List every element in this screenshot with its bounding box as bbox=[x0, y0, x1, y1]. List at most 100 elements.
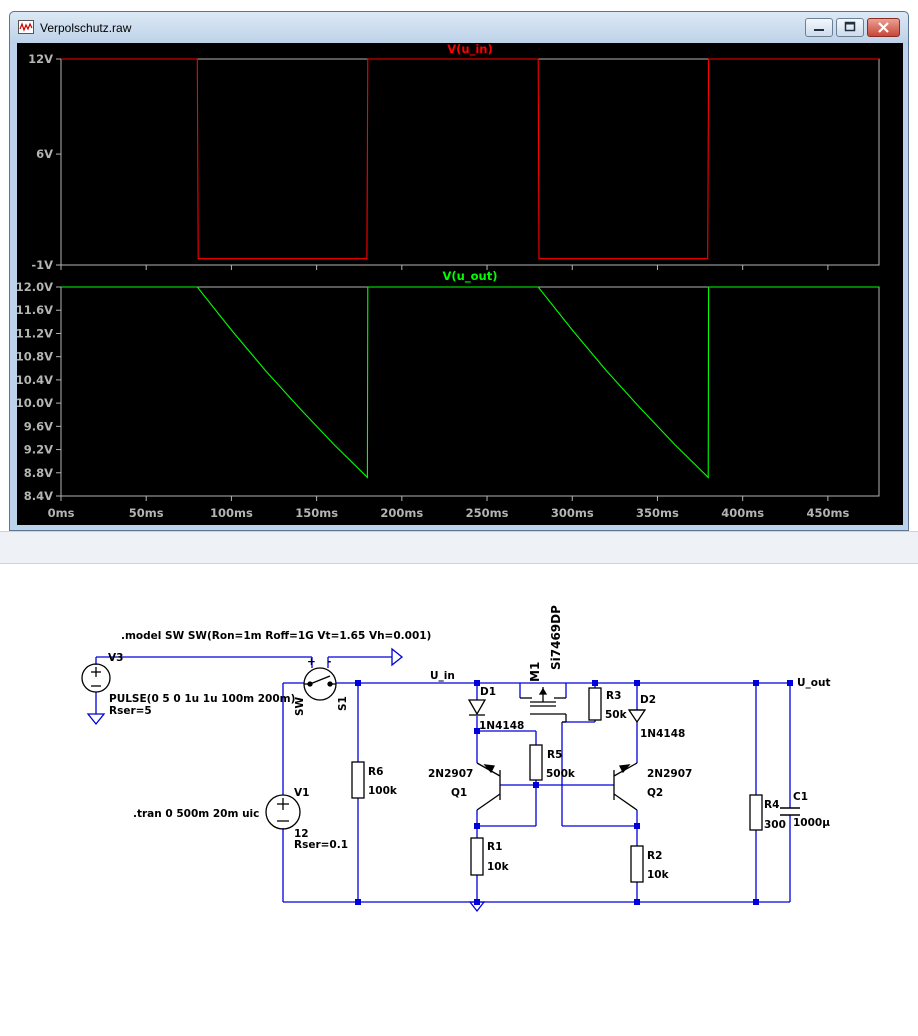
trace-u-in[interactable] bbox=[61, 58, 879, 260]
r1-name: R1 bbox=[487, 841, 502, 853]
waveform-plots[interactable]: V(u_in) 12V 6V -1V V(u_out) 12.0V 11.6V 11.2V 1… bbox=[0, 0, 918, 531]
y-tick-label: 9.6V bbox=[24, 419, 53, 433]
x-tick-label: 300ms bbox=[551, 506, 594, 520]
y-tick-label: 9.2V bbox=[24, 443, 53, 457]
y-tick-label: 12V bbox=[28, 52, 53, 66]
resistor-r6[interactable] bbox=[351, 761, 365, 799]
r3-name: R3 bbox=[606, 690, 621, 702]
resistor-r5[interactable] bbox=[529, 744, 543, 781]
s1-model[interactable]: SW bbox=[294, 696, 306, 716]
resistor-r4[interactable] bbox=[749, 794, 763, 831]
pnp-transistor-q1[interactable] bbox=[476, 762, 501, 811]
x-tick-label: 200ms bbox=[380, 506, 423, 520]
d1-value[interactable]: 1N4148 bbox=[479, 720, 524, 732]
v3-value[interactable]: PULSE(0 5 0 1u 1u 100m 200m) bbox=[109, 693, 295, 705]
waveform-window[interactable]: Verpolschutz.raw bbox=[9, 11, 909, 531]
r3-value[interactable]: 50k bbox=[605, 709, 628, 721]
v1-value[interactable]: 12 bbox=[294, 828, 309, 840]
maximize-button[interactable] bbox=[836, 18, 864, 37]
v1-name: V1 bbox=[294, 787, 309, 799]
s1-plus: + bbox=[307, 656, 316, 668]
x-tick-label: 350ms bbox=[636, 506, 679, 520]
model-directive[interactable]: .model SW SW(Ron=1m Roff=1G Vt=1.65 Vh=0… bbox=[121, 630, 431, 642]
resistor-r2[interactable] bbox=[630, 845, 644, 883]
y-tick-label: 8.4V bbox=[24, 489, 53, 503]
q2-value[interactable]: 2N2907 bbox=[647, 768, 692, 780]
diode-d2[interactable] bbox=[627, 709, 647, 724]
mosfet-m1[interactable] bbox=[520, 687, 567, 723]
voltage-source-v3[interactable] bbox=[81, 663, 111, 693]
pane-u-in[interactable]: V(u_in) 12V 6V -1V bbox=[28, 42, 880, 272]
net-label-u-out[interactable]: U_out bbox=[797, 677, 830, 689]
ground-icon bbox=[468, 901, 486, 913]
trace-u-out[interactable] bbox=[61, 286, 879, 479]
y-tick-label: 10.8V bbox=[16, 350, 53, 364]
capacitor-c1[interactable] bbox=[780, 807, 800, 816]
window-titlebar[interactable]: Verpolschutz.raw bbox=[10, 12, 908, 44]
v3-name: V3 bbox=[108, 652, 123, 664]
resistor-r1[interactable] bbox=[470, 837, 484, 876]
r4-name: R4 bbox=[764, 799, 779, 811]
close-icon bbox=[878, 22, 889, 33]
q1-name: Q1 bbox=[451, 787, 467, 799]
pane-u-out[interactable]: V(u_out) 12.0V 11.6V 11.2V 10.8V 10.4V 10.0V 9.… bbox=[16, 269, 880, 520]
diode-d1[interactable] bbox=[467, 699, 487, 716]
q1-value[interactable]: 2N2907 bbox=[428, 768, 473, 780]
plot-area[interactable] bbox=[17, 43, 903, 525]
y-tick-label: 8.8V bbox=[24, 466, 53, 480]
trace-title[interactable]: V(u_out) bbox=[443, 269, 498, 284]
waveform-icon bbox=[18, 20, 34, 34]
wire-junctions bbox=[355, 680, 793, 905]
x-tick-label: 250ms bbox=[466, 506, 509, 520]
r1-value[interactable]: 10k bbox=[487, 861, 510, 873]
voltage-controlled-switch-s1[interactable] bbox=[303, 667, 337, 701]
r2-value[interactable]: 10k bbox=[647, 869, 670, 881]
r2-name: R2 bbox=[647, 850, 662, 862]
x-tick-label: 100ms bbox=[210, 506, 253, 520]
r6-name: R6 bbox=[368, 766, 383, 778]
y-tick-label: 11.2V bbox=[16, 326, 53, 340]
pane-divider[interactable] bbox=[0, 531, 918, 564]
d1-name: D1 bbox=[480, 686, 496, 698]
minimize-icon bbox=[814, 29, 824, 31]
x-tick-label: 0ms bbox=[48, 506, 75, 520]
y-tick-label: 12.0V bbox=[16, 280, 53, 294]
window-title: Verpolschutz.raw bbox=[40, 21, 132, 35]
resistor-r3[interactable] bbox=[588, 687, 602, 721]
schematic-wires bbox=[95, 656, 791, 903]
y-tick-label: 10.0V bbox=[16, 396, 53, 410]
r6-value[interactable]: 100k bbox=[368, 785, 398, 797]
m1-value[interactable]: Si7469DP bbox=[549, 605, 563, 670]
voltage-source-v1[interactable] bbox=[265, 794, 301, 830]
s1-name: S1 bbox=[337, 696, 349, 711]
output-arrow-icon bbox=[391, 647, 404, 667]
x-tick-label: 150ms bbox=[295, 506, 338, 520]
maximize-icon bbox=[844, 21, 856, 32]
q2-name: Q2 bbox=[647, 787, 663, 799]
x-tick-label: 50ms bbox=[129, 506, 164, 520]
x-tick-label: 400ms bbox=[721, 506, 764, 520]
v3-rser[interactable]: Rser=5 bbox=[109, 705, 152, 717]
y-tick-label: 11.6V bbox=[16, 303, 53, 317]
y-tick-label: -1V bbox=[31, 258, 53, 272]
tran-directive[interactable]: .tran 0 500m 20m uic bbox=[133, 808, 259, 820]
s1-minus: - bbox=[327, 656, 331, 668]
v1-rser[interactable]: Rser=0.1 bbox=[294, 839, 348, 851]
x-tick-label: 450ms bbox=[806, 506, 849, 520]
y-tick-label: 10.4V bbox=[16, 373, 53, 387]
m1-name: M1 bbox=[528, 662, 542, 682]
net-label-u-in[interactable]: U_in bbox=[430, 670, 455, 682]
d2-name: D2 bbox=[640, 694, 656, 706]
r5-name: R5 bbox=[547, 749, 562, 761]
y-tick-label: 6V bbox=[36, 147, 53, 161]
r4-value[interactable]: 300 bbox=[764, 819, 786, 831]
close-button[interactable] bbox=[867, 18, 900, 37]
d2-value[interactable]: 1N4148 bbox=[640, 728, 685, 740]
pnp-transistor-q2[interactable] bbox=[613, 762, 638, 811]
c1-name: C1 bbox=[793, 791, 808, 803]
r5-value[interactable]: 500k bbox=[546, 768, 576, 780]
minimize-button[interactable] bbox=[805, 18, 833, 37]
c1-value[interactable]: 1000µ bbox=[793, 817, 830, 829]
trace-title[interactable]: V(u_in) bbox=[447, 42, 492, 57]
